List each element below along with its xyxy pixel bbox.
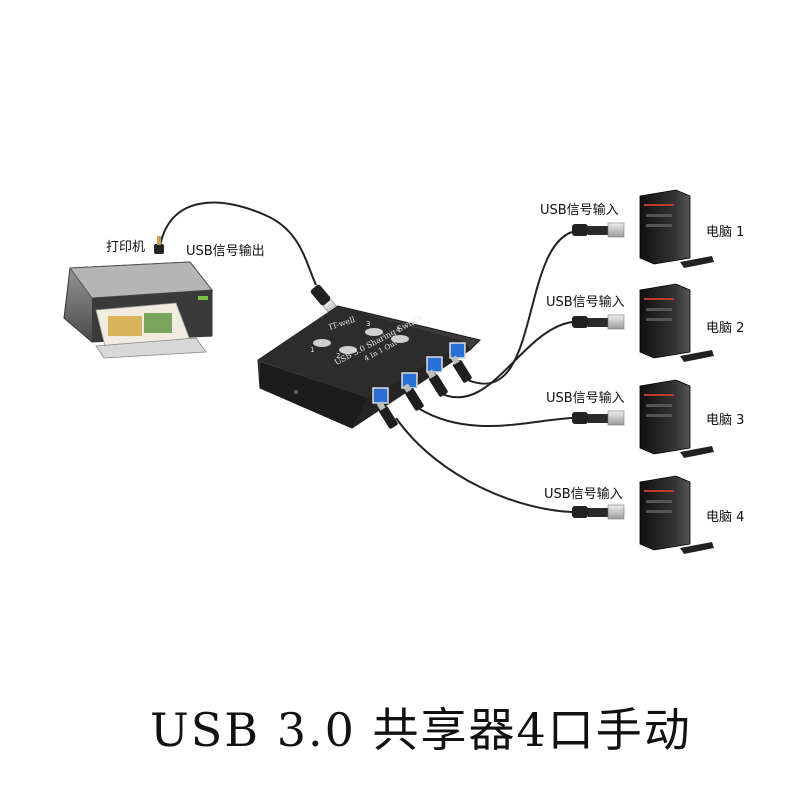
usb-plug-computer-4: [572, 504, 625, 520]
usb-plug-computer-1: [572, 222, 625, 238]
usb3-port-3: [426, 356, 443, 373]
hub-plug-2: [402, 383, 424, 411]
cable-computer-2: [437, 321, 573, 399]
usb-input-label-3: USB信号输入: [546, 391, 625, 406]
computer-tower-1: [639, 189, 714, 268]
computer-label-1: 电脑 1: [706, 225, 745, 240]
computer-tower-2: [639, 283, 714, 362]
cable-computer-3: [417, 407, 573, 427]
hub-port-number-4: 4: [396, 326, 401, 334]
computer-label-2: 电脑 2: [706, 321, 745, 336]
usb-hub: [257, 305, 481, 429]
hub-port-number-3: 3: [366, 320, 370, 328]
computer-label-3: 电脑 3: [706, 413, 745, 428]
computer-tower-4: [639, 475, 714, 554]
printer-usb-cable: [159, 201, 317, 286]
usb-plug-computer-3: [572, 410, 625, 426]
printer-label: 打印机: [106, 240, 146, 255]
computer-label-4: 电脑 4: [706, 510, 745, 525]
hub-port-number-2: 2: [336, 352, 340, 360]
hub-port-numbers: 1 2 3 4: [310, 320, 401, 360]
printer-cable-mini-plug: [154, 236, 164, 254]
usb-output-label: USB信号输出: [186, 244, 265, 259]
usb3-port-1: [372, 387, 389, 404]
usb-plug-computer-2: [572, 314, 625, 330]
cable-computer-4: [395, 417, 573, 513]
hub-plug-4: [450, 355, 472, 383]
page-title: USB 3.0 共享器4口手动: [150, 703, 692, 757]
printer-image: [63, 261, 213, 359]
hub-plug-3: [426, 369, 448, 397]
computer-tower-3: [639, 379, 714, 458]
hub-plug-1: [376, 401, 398, 429]
usb-input-label-4: USB信号输入: [544, 487, 623, 502]
usb-input-label-1: USB信号输入: [540, 203, 619, 218]
hub-port-number-1: 1: [310, 346, 314, 354]
usb-input-label-2: USB信号输入: [546, 295, 625, 310]
usb3-port-2: [401, 372, 418, 389]
usb3-port-4: [449, 342, 466, 359]
